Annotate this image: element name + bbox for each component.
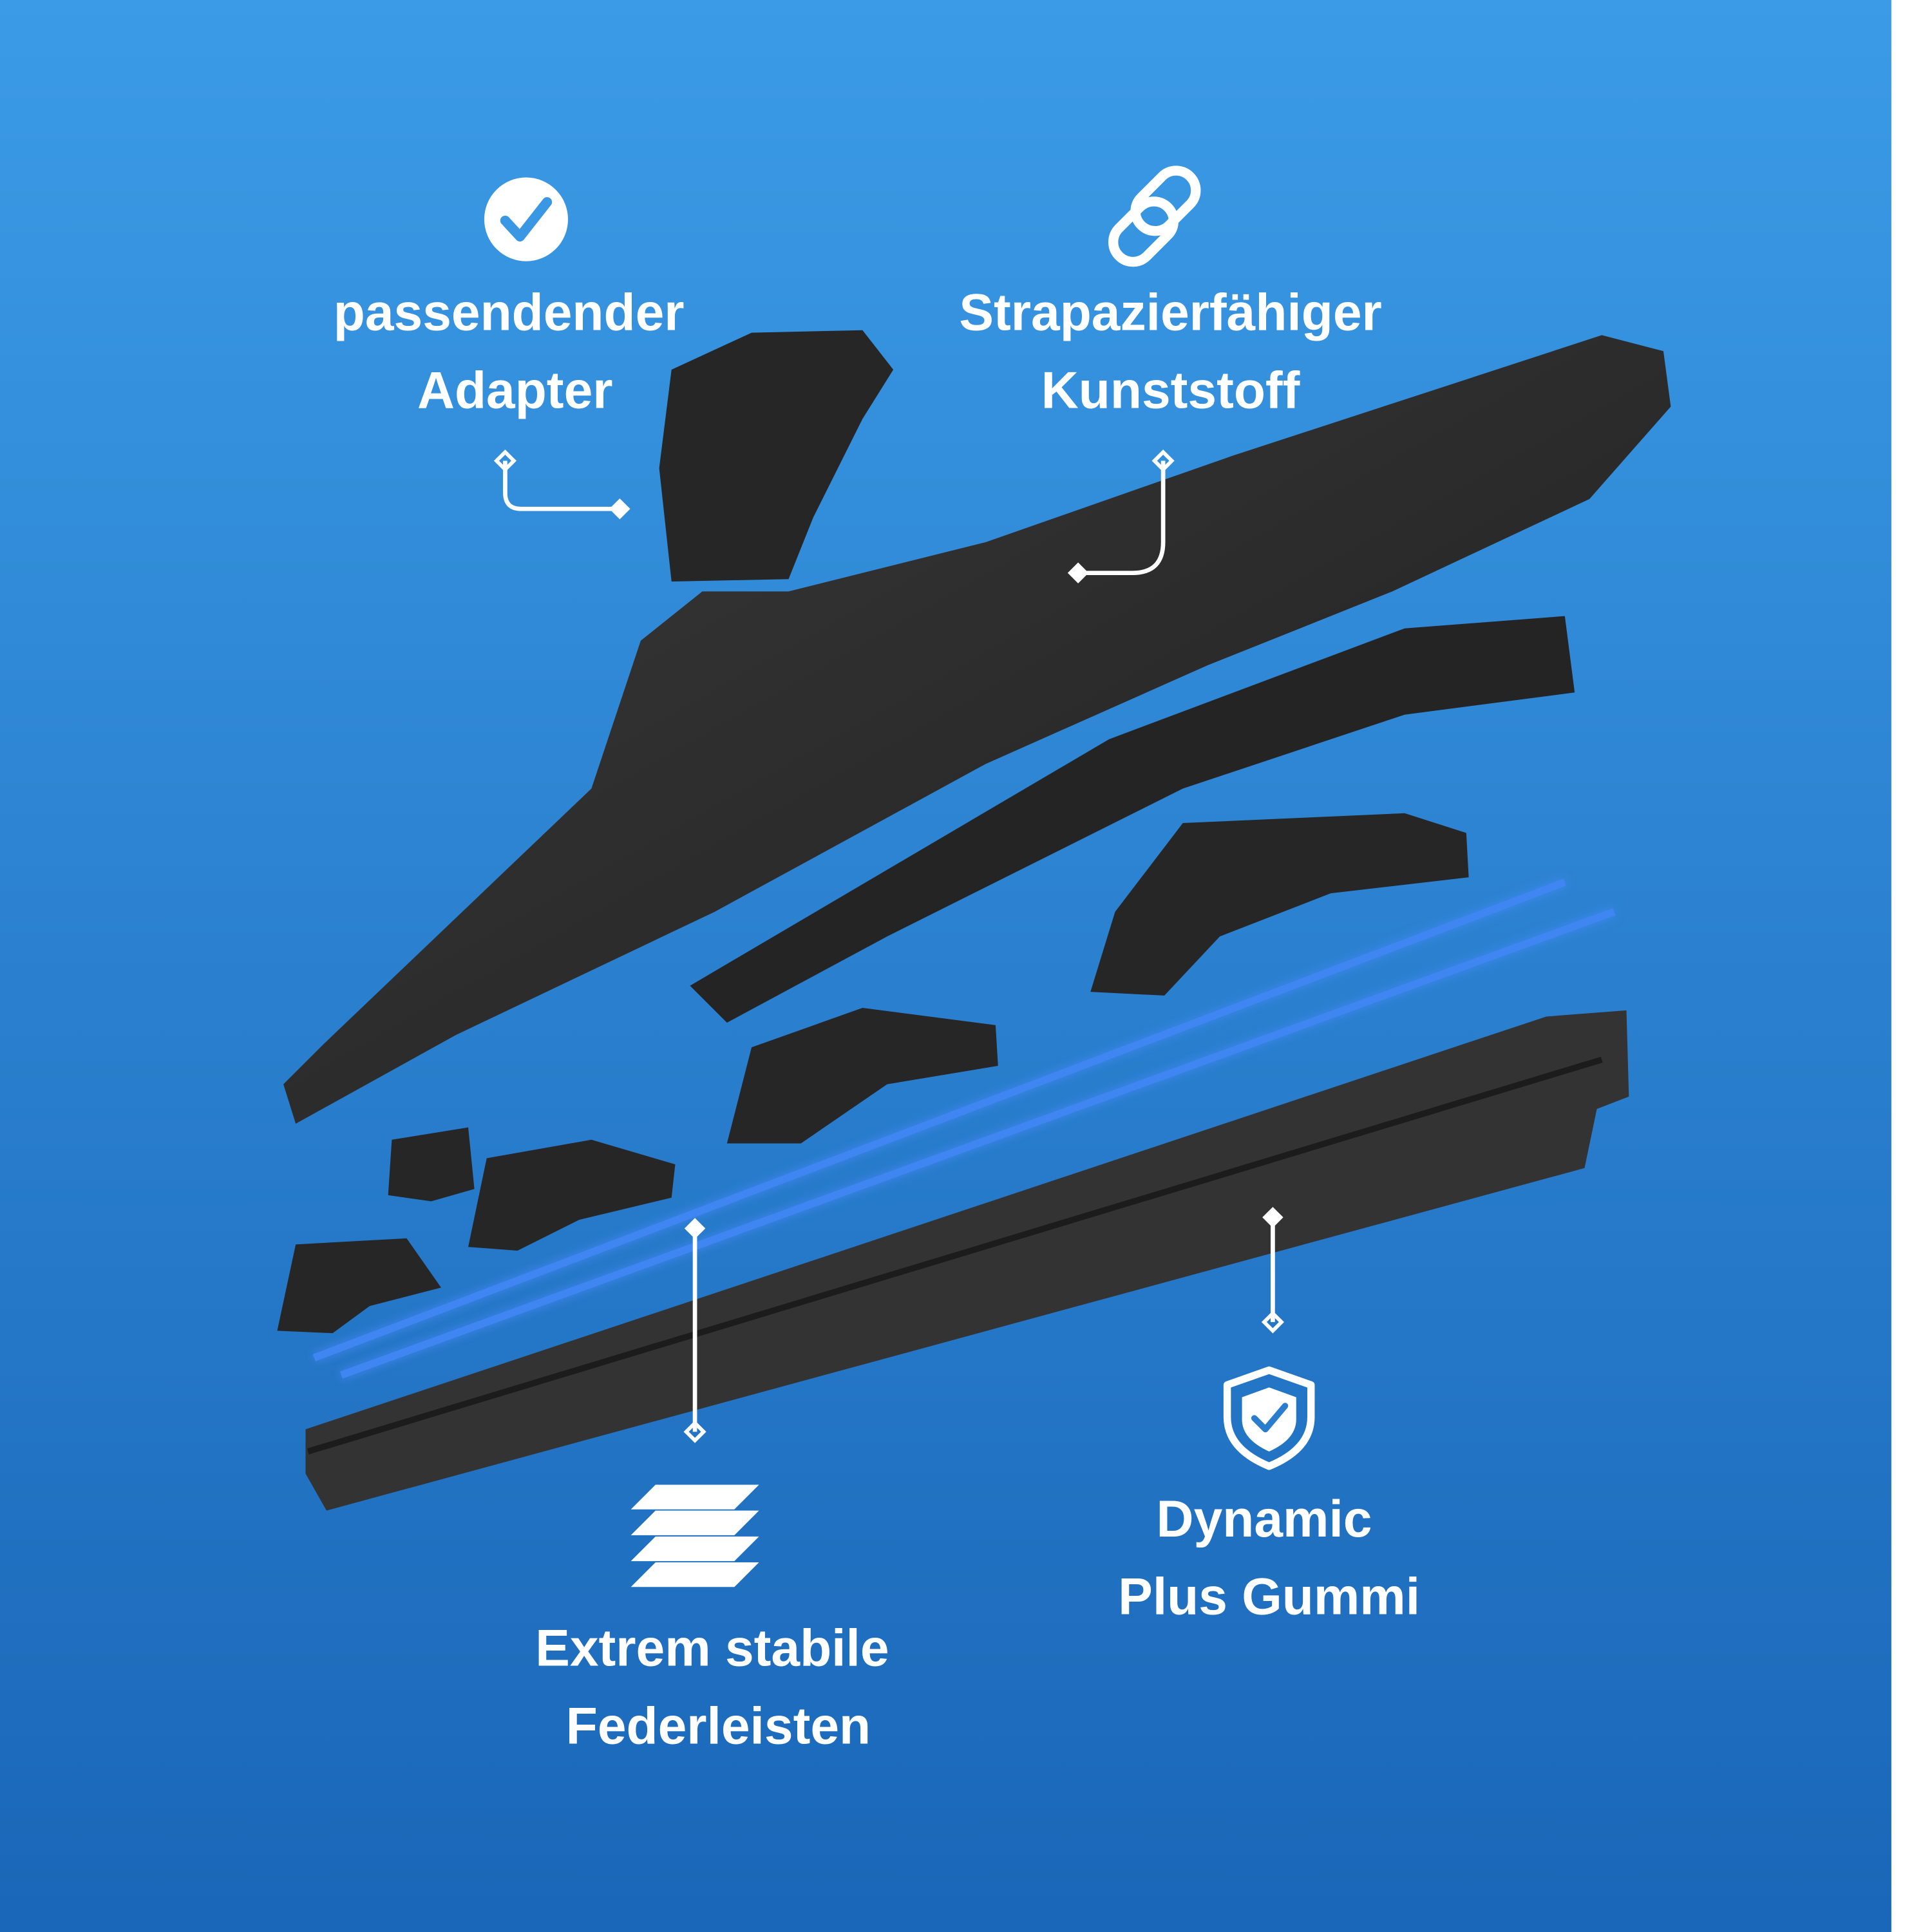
feature-title-line2: Adapter xyxy=(417,361,613,419)
shield-check-icon xyxy=(1223,1366,1315,1470)
feature-title-line2: Plus Gummi xyxy=(1118,1567,1420,1625)
connector-end-diamond xyxy=(1262,1207,1283,1228)
background xyxy=(0,0,1891,1932)
feature-rubber: Dynamic Plus Gummi xyxy=(1118,1366,1420,1625)
feature-springs: Extrem stabile Federleisten xyxy=(535,1484,889,1755)
spring-strip-1 xyxy=(312,878,1566,1361)
check-circle-icon xyxy=(484,177,569,261)
feature-title-line1: Extrem stabile xyxy=(535,1620,889,1678)
feature-title-line1: Dynamic xyxy=(1157,1490,1372,1548)
feature-title-line1: passendender xyxy=(334,284,685,342)
connector-frame xyxy=(1078,460,1166,576)
rubber-groove xyxy=(307,1056,1603,1455)
connector-end-diamond xyxy=(493,449,517,473)
wiper-blade-illustration xyxy=(277,330,1671,1511)
feature-adapter: passendender Adapter xyxy=(334,177,685,419)
clip-5 xyxy=(388,1127,475,1202)
connector-end-diamond xyxy=(1261,1311,1284,1334)
link-icon xyxy=(1108,166,1201,267)
feature-title-line2: Kunststoff xyxy=(1041,361,1300,419)
adapter-part xyxy=(659,330,894,582)
feature-plastic: Strapazierfähiger Kunststoff xyxy=(959,166,1382,419)
connector-end-diamond xyxy=(683,1420,706,1443)
feature-title-line2: Federleisten xyxy=(566,1697,871,1755)
clip-4 xyxy=(1090,813,1469,996)
connector-adapter xyxy=(503,460,620,511)
connector-end-diamond xyxy=(609,498,630,520)
clip-1 xyxy=(277,1238,441,1334)
rubber-blade xyxy=(305,1010,1629,1511)
inner-arm xyxy=(690,616,1575,1023)
connector-end-diamond xyxy=(684,1218,706,1239)
spoiler-frame xyxy=(283,335,1671,1124)
spring-strip-2 xyxy=(340,908,1616,1379)
layers-icon xyxy=(630,1484,759,1587)
callout-lines xyxy=(493,449,1284,1443)
connector-end-diamond xyxy=(1067,562,1089,583)
feature-title-line1: Strapazierfähiger xyxy=(959,284,1381,342)
clip-2 xyxy=(468,1139,676,1251)
clip-3 xyxy=(726,1008,998,1144)
connector-end-diamond xyxy=(1151,449,1175,473)
